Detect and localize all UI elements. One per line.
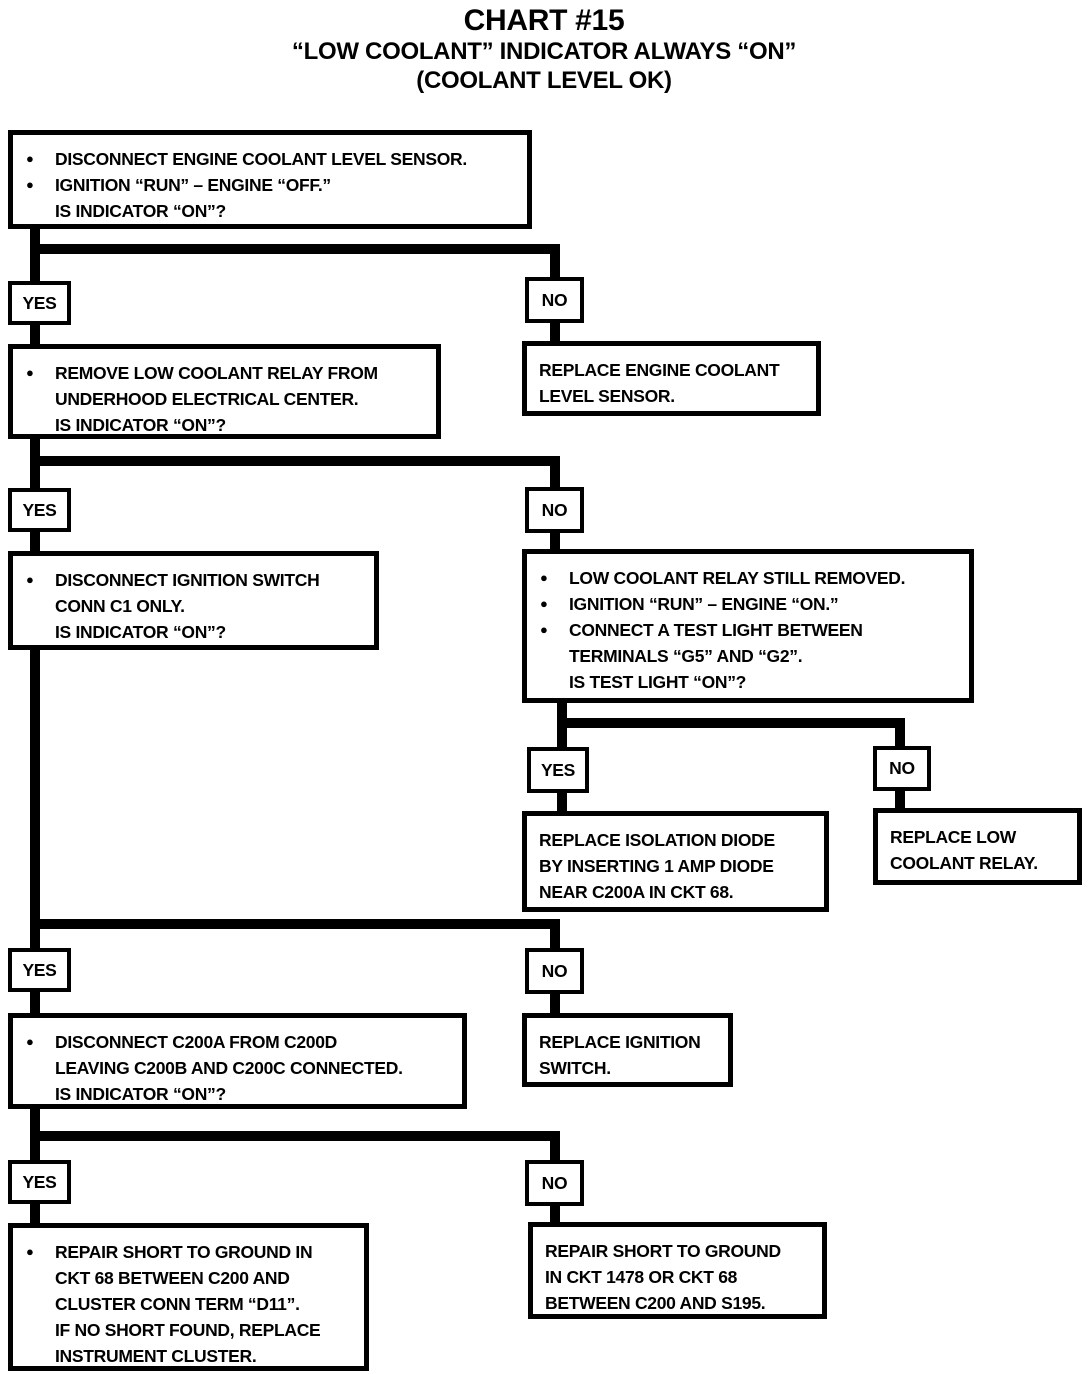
step-disconnect-ignition-box: ● DISCONNECT IGNITION SWITCH CONN C1 ONLY… [8,551,379,650]
chart-subtitle-2: (COOLANT LEVEL OK) [416,67,672,94]
connector-line [550,1204,560,1224]
connector-line [30,530,40,553]
step-line: IGNITION “RUN” – ENGINE “ON.” [569,594,839,614]
step-line: REMOVE LOW COOLANT RELAY FROM [55,363,378,383]
action-line: LEVEL SENSOR. [539,386,675,406]
step-line: LOW COOLANT RELAY STILL REMOVED. [569,568,906,588]
step-line: IS INDICATOR “ON”? [55,415,226,435]
action-repair-ckt1478-box: REPAIR SHORT TO GROUND IN CKT 1478 OR CK… [528,1222,827,1319]
connector-line [557,791,567,813]
yes-label-box-1: YES [8,281,71,325]
step-line: LEAVING C200B AND C200C CONNECTED. [55,1058,403,1078]
bullet-icon: ● [26,177,34,192]
action-line: BY INSERTING 1 AMP DIODE [539,856,774,876]
step-line: CONN C1 ONLY. [55,596,185,616]
step-line: DISCONNECT ENGINE COOLANT LEVEL SENSOR. [55,149,467,169]
step-line: IS INDICATOR “ON”? [55,622,226,642]
step-line: DISCONNECT C200A FROM C200D [55,1032,338,1052]
action-line: REPLACE ENGINE COOLANT [539,360,780,380]
step-line: UNDERHOOD ELECTRICAL CENTER. [55,389,359,409]
action-line: BETWEEN C200 AND S195. [545,1293,766,1313]
action-line: IN CKT 1478 OR CKT 68 [545,1267,738,1287]
connector-line [550,992,560,1015]
bullet-icon: ● [540,596,548,611]
step-line: IGNITION “RUN” – ENGINE “OFF.” [55,175,331,195]
action-line: SWITCH. [539,1058,611,1078]
action-line: CKT 68 BETWEEN C200 AND [55,1268,290,1288]
connector-line [30,990,40,1015]
no-label: NO [541,1172,568,1193]
connector-line [550,1131,560,1162]
connector-line [30,1202,40,1225]
action-repair-cluster-box: ● REPAIR SHORT TO GROUND IN CKT 68 BETWEE… [8,1223,369,1371]
no-label: NO [889,758,915,778]
step-remove-relay-box: ● REMOVE LOW COOLANT RELAY FROM UNDERHOOD… [8,344,441,439]
action-line: NEAR C200A IN CKT 68. [539,882,734,902]
action-isolation-diode-box: REPLACE ISOLATION DIODE BY INSERTING 1 A… [522,811,829,912]
connector-line [30,323,40,346]
connector-line [30,919,560,929]
connector-line [557,718,905,728]
step-line: DISCONNECT IGNITION SWITCH [55,570,320,590]
no-label: NO [541,499,568,520]
yes-label: YES [22,959,57,980]
bullet-icon: ● [26,572,34,587]
bullet-icon: ● [540,570,548,585]
action-line: REPLACE ISOLATION DIODE [539,830,775,850]
connector-line [550,244,560,279]
bullet-icon: ● [26,1034,34,1049]
no-label-box-5: NO [525,1160,584,1206]
action-line: REPLACE IGNITION [539,1032,701,1052]
no-label-box-4: NO [525,948,584,994]
yes-label-box-4: YES [8,948,71,992]
chart-subtitle: “LOW COOLANT” INDICATOR ALWAYS “ON” [291,38,797,65]
action-line: INSTRUMENT CLUSTER. [55,1346,257,1366]
connector-line [30,648,40,950]
bullet-icon: ● [26,365,34,380]
step-line: IS TEST LIGHT “ON”? [569,672,747,692]
connector-line [30,226,40,283]
action-line: REPLACE LOW [890,827,1017,847]
yes-label-box-5: YES [8,1160,71,1204]
no-label: NO [541,289,568,310]
no-label-box-3: NO [873,746,931,791]
yes-label: YES [22,292,57,313]
step-line: TERMINALS “G5” AND “G2”. [569,646,803,666]
yes-label-box-3: YES [527,747,589,793]
connector-line [30,456,560,466]
action-replace-ignition-box: REPLACE IGNITION SWITCH. [522,1013,733,1087]
bullet-icon: ● [26,151,34,166]
step-initial-check-box: ● DISCONNECT ENGINE COOLANT LEVEL SENSOR.… [8,130,532,229]
connector-line [30,1131,560,1141]
action-replace-relay-box: REPLACE LOW COOLANT RELAY. [873,808,1082,885]
yes-label: YES [22,499,57,520]
action-replace-sensor-box: REPLACE ENGINE COOLANT LEVEL SENSOR. [522,341,821,416]
yes-label: YES [22,1171,57,1192]
step-line: IS INDICATOR “ON”? [55,201,226,221]
step-test-light-box: ● LOW COOLANT RELAY STILL REMOVED. ● IGNIT… [522,549,974,703]
bullet-icon: ● [540,622,548,637]
action-line: CLUSTER CONN TERM “D11”. [55,1294,300,1314]
connector-line [550,919,560,950]
no-label-box-2: NO [525,487,584,533]
connector-line [895,718,905,748]
step-line: CONNECT A TEST LIGHT BETWEEN [569,620,863,640]
step-line: IS INDICATOR “ON”? [55,1084,226,1104]
connector-line [550,321,560,343]
action-line: REPAIR SHORT TO GROUND [545,1241,781,1261]
bullet-icon: ● [26,1244,34,1259]
step-disconnect-c200a-box: ● DISCONNECT C200A FROM C200D LEAVING C20… [8,1013,467,1109]
yes-label-box-2: YES [8,488,71,532]
no-label: NO [541,960,568,981]
connector-line [30,244,560,254]
chart-title: CHART #15 [463,4,625,37]
yes-label: YES [540,759,576,780]
connector-line [550,531,560,550]
action-line: IF NO SHORT FOUND, REPLACE [55,1320,321,1340]
connector-line [895,789,905,810]
action-line: COOLANT RELAY. [890,853,1038,873]
connector-line [550,456,560,489]
action-line: REPAIR SHORT TO GROUND IN [55,1242,313,1262]
no-label-box-1: NO [525,277,584,323]
